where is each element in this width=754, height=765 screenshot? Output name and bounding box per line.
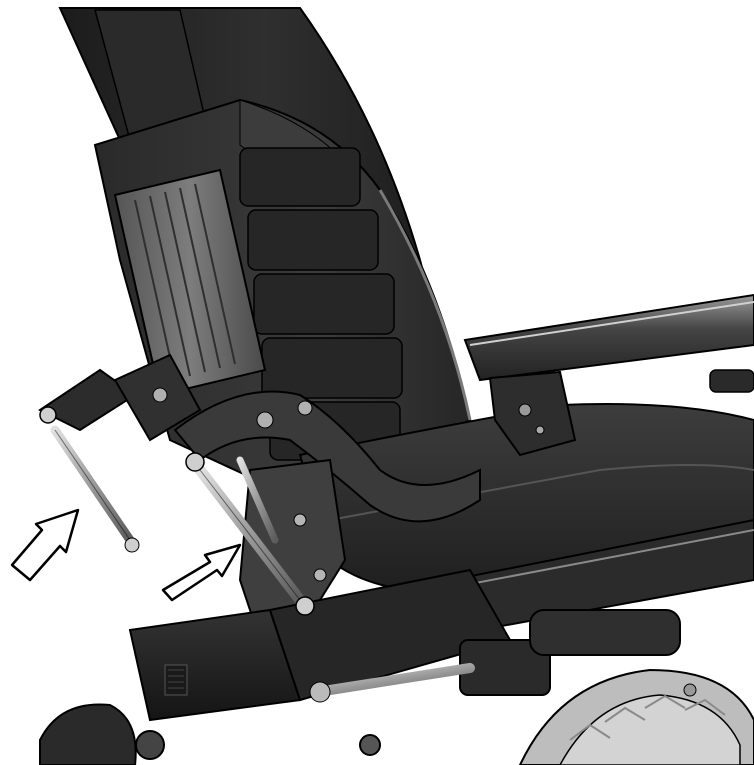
armrest <box>463 293 754 457</box>
outline-arrow-icon <box>10 508 80 582</box>
actuator-assembly <box>309 609 681 703</box>
pivot-bracket <box>113 353 202 442</box>
seat-bracket <box>173 390 481 523</box>
back-bracket-plate <box>113 168 267 397</box>
base-unit <box>128 568 512 722</box>
gas-spring <box>185 452 315 616</box>
drive-wheel <box>518 668 754 765</box>
outline-arrow-icon <box>161 543 242 602</box>
front-caster <box>39 703 381 765</box>
cushion-blocks <box>239 147 403 461</box>
